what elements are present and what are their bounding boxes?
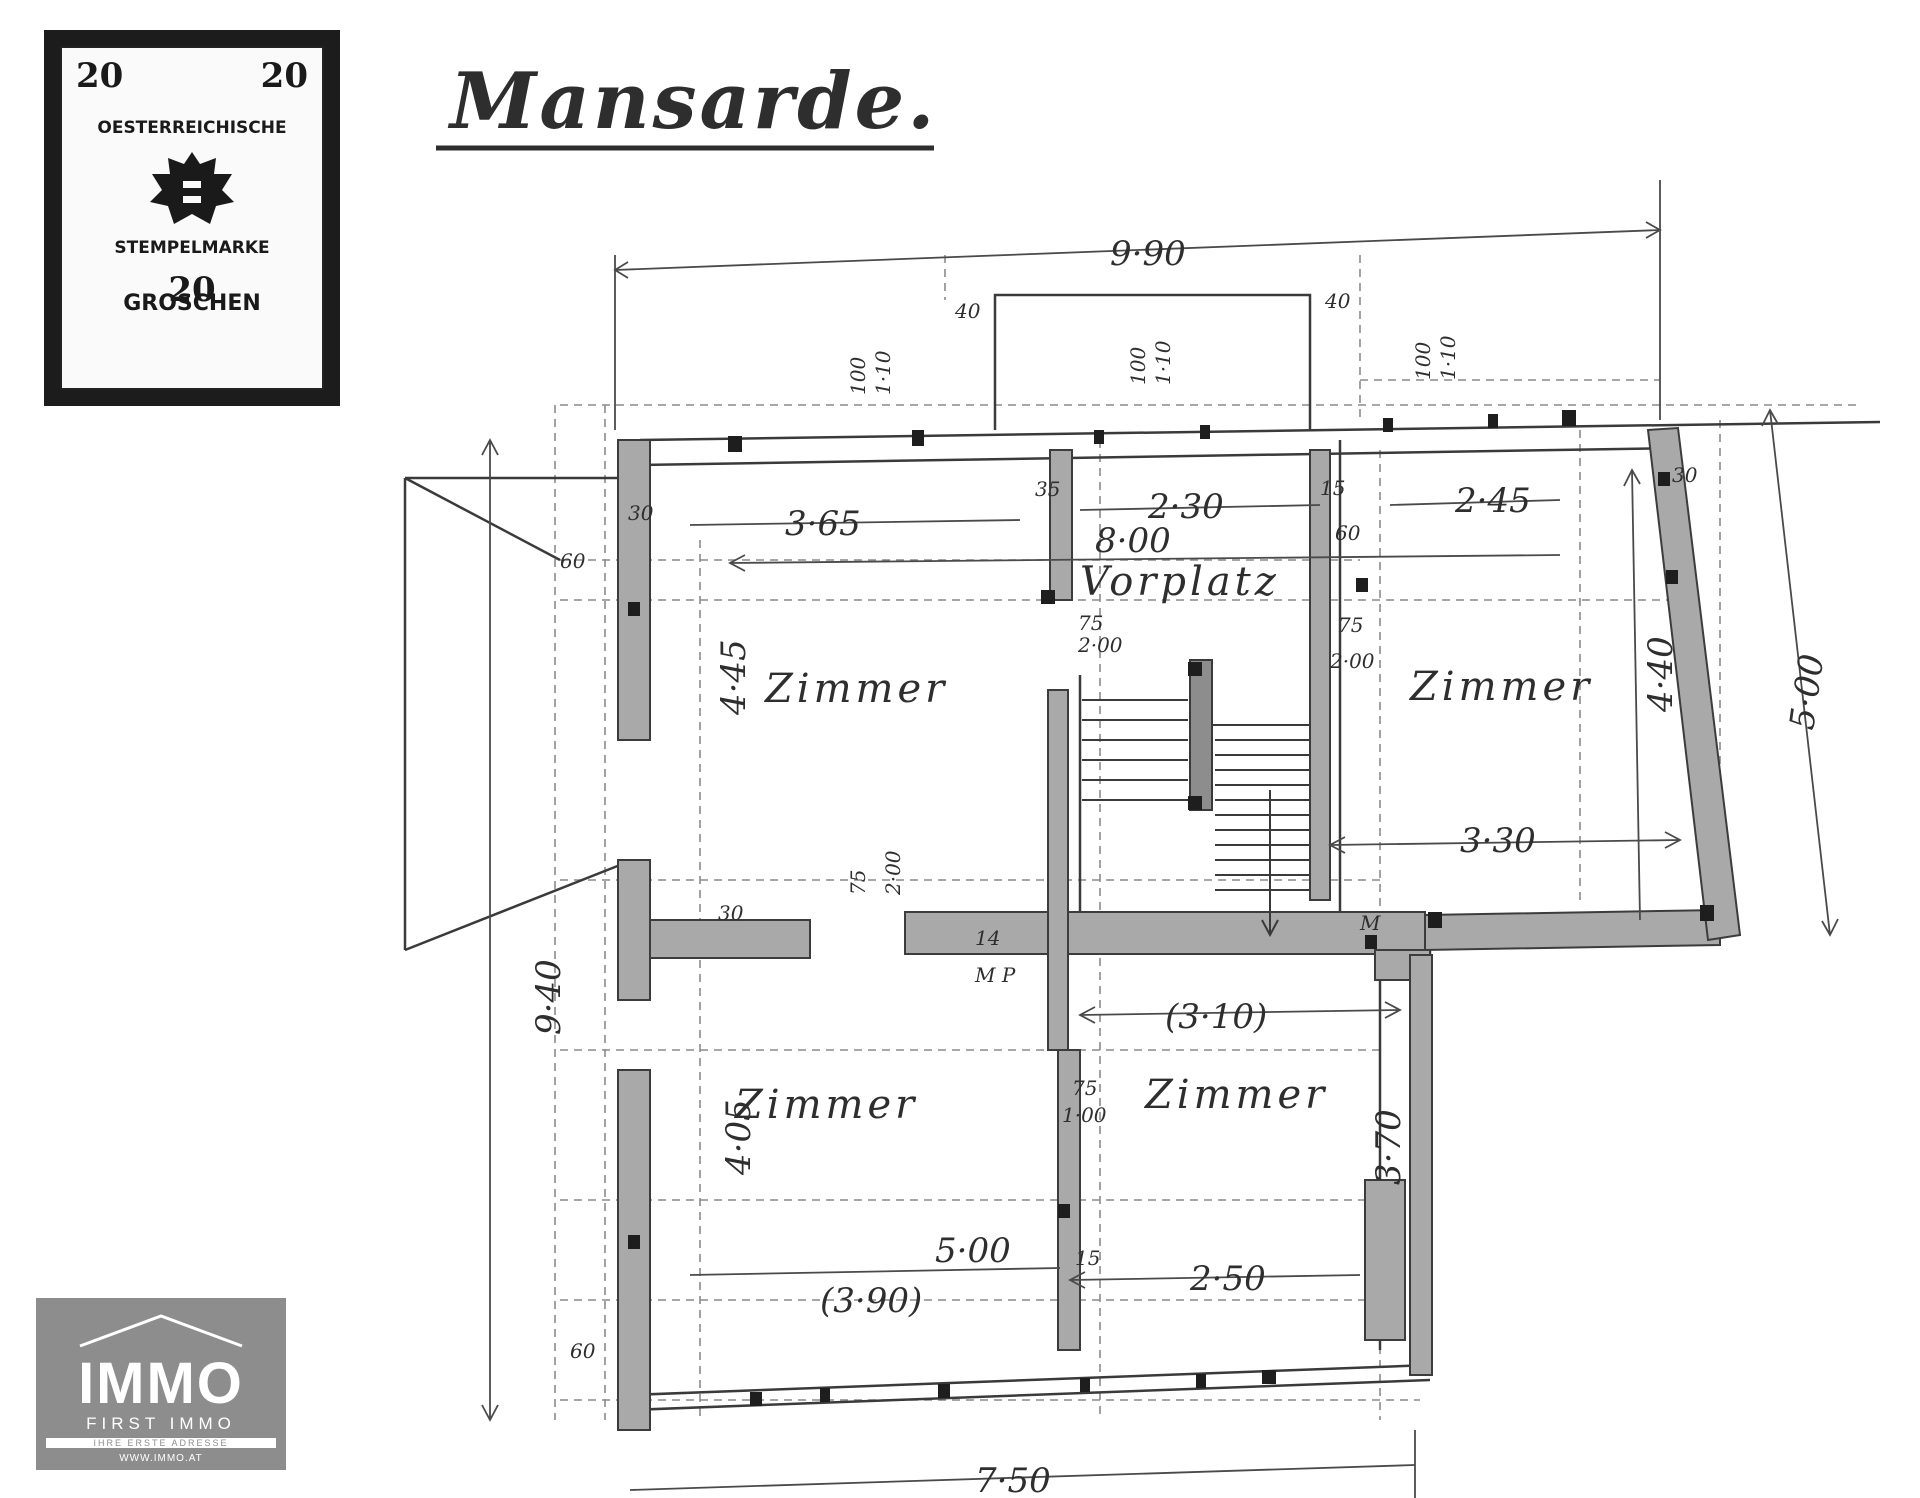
dim-hall-width: 2·30 <box>1147 487 1224 527</box>
walls <box>617 426 1742 1431</box>
mark-15b: 15 <box>1075 1246 1100 1270</box>
mark-200a: 2·00 <box>1077 633 1123 657</box>
dim-top-left-width: 3·65 <box>785 504 861 544</box>
dim-top-left-depth: 4·45 <box>714 639 754 716</box>
room-label-bottom-right: Zimmer <box>1143 1072 1328 1118</box>
stamp-face: 20 20 OESTERREICHISCHE STEMPELMARKE 20 G… <box>60 46 324 390</box>
dim-overall-depth: 9·40 <box>529 959 569 1035</box>
mark-110c: 1·10 <box>1436 335 1460 380</box>
dim-right-room-width: 3·30 <box>1460 821 1536 861</box>
dim-bottom-right-width: (3·10) <box>1165 997 1267 1037</box>
dimension-lines <box>481 180 1839 1498</box>
dim-inner-width: 8·00 <box>1095 521 1171 561</box>
small-annotations: 40 40 100 1·10 100 1·10 100 1·10 30 30 3… <box>560 289 1698 1363</box>
mark-110b: 1·10 <box>1151 340 1175 385</box>
mark-75d: 75 <box>1072 1076 1097 1100</box>
mark-60c: 60 <box>570 1339 596 1363</box>
mark-75b: 75 <box>1338 613 1363 637</box>
dim-top-right-depth: 4·40 <box>1641 636 1681 713</box>
logo-wordmark: IMMO <box>78 1351 244 1416</box>
room-label-bottom-left: Zimmer <box>733 1082 918 1128</box>
mark-60b: 60 <box>1335 521 1361 545</box>
stamp-text-country: OESTERREICHISCHE <box>97 118 287 138</box>
mark-35a: 35 <box>1035 477 1060 501</box>
dim-top-right-width: 2·45 <box>1454 481 1531 521</box>
mark-m: M <box>1359 911 1381 935</box>
room-label-top-left: Zimmer <box>763 666 948 712</box>
logo-tagline: IHRE ERSTE ADRESSE <box>46 1438 276 1448</box>
mark-mp: M P <box>974 963 1016 987</box>
dim-overall-width: 9·90 <box>1110 234 1186 274</box>
room-label-hall: Vorplatz <box>1080 559 1280 605</box>
mark-110a: 1·10 <box>871 350 895 395</box>
mark-100a: 100 <box>846 357 870 395</box>
dim-bottom-right-inner: 2·50 <box>1189 1259 1266 1299</box>
mark-30a: 30 <box>628 501 654 525</box>
logo-website: WWW.IMMO.AT <box>119 1453 203 1464</box>
stamp-value-center: 20 <box>168 270 216 310</box>
staircase <box>1082 659 1310 938</box>
dim-bottom-left-depth: 4·05 <box>719 1099 759 1176</box>
stamp-value-left: 20 <box>76 56 124 96</box>
mark-60a: 60 <box>560 549 586 573</box>
mark-40b: 40 <box>1324 289 1351 313</box>
mark-15a: 15 <box>1320 476 1345 500</box>
mark-30b: 30 <box>1672 463 1698 487</box>
dim-right-depth: 5·00 <box>1782 652 1832 733</box>
mark-100d: 1·00 <box>1062 1103 1107 1127</box>
stamp-value-right: 20 <box>260 56 308 96</box>
mark-75a: 75 <box>1078 611 1103 635</box>
revenue-stamp: 20 20 OESTERREICHISCHE STEMPELMARKE 20 G… <box>44 30 340 406</box>
mark-14: 14 <box>975 926 1000 950</box>
stamp-currency: GROSCHEN <box>123 291 261 316</box>
company-logo: IMMO FIRST IMMO IHRE ERSTE ADRESSE WWW.I… <box>36 1298 286 1470</box>
room-label-top-right: Zimmer <box>1408 664 1593 710</box>
stamp-text-type: STEMPELMARKE <box>114 238 270 258</box>
mark-100b: 100 <box>1126 347 1150 385</box>
dim-bottom-right-depth: 3·70 <box>1369 1109 1409 1185</box>
dim-bottom-left-width-inner: (3·90) <box>820 1281 922 1321</box>
dim-bottom-left-width: 5·00 <box>935 1231 1011 1271</box>
mark-200c: 2·00 <box>881 850 905 896</box>
posts <box>628 410 1714 1406</box>
plan-title: Mansarde. <box>447 56 937 147</box>
eagle-icon <box>150 152 234 224</box>
mark-200b: 2·00 <box>1329 649 1375 673</box>
mark-75c: 75 <box>846 870 870 895</box>
mark-40a: 40 <box>954 299 981 323</box>
logo-subtitle: FIRST IMMO <box>86 1414 236 1433</box>
mark-30c: 30 <box>718 901 744 925</box>
mark-100c: 100 <box>1411 342 1435 380</box>
roof-icon <box>79 1314 243 1348</box>
dim-bottom-width: 7·50 <box>975 1461 1051 1498</box>
